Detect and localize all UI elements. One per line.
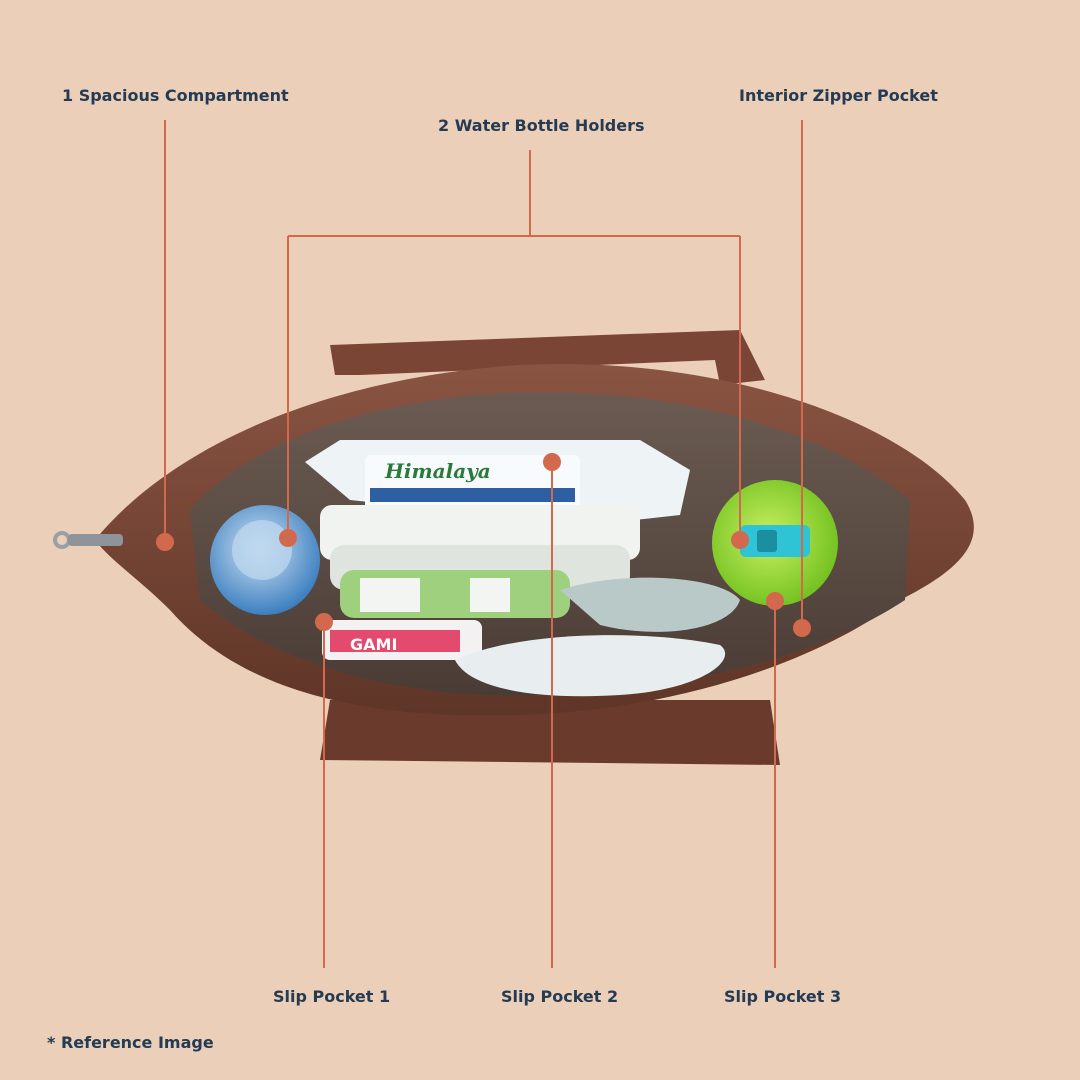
wipes-pack: Himalaya (305, 440, 690, 525)
callout-dot-bottle-right (731, 531, 749, 549)
callout-dot-bottle-left (279, 529, 297, 547)
reference-image-note: * Reference Image (47, 1033, 214, 1052)
label-water-bottle-holders: 2 Water Bottle Holders (438, 116, 645, 135)
label-spacious-compartment: 1 Spacious Compartment (62, 86, 289, 105)
bag-handle-bottom (320, 700, 780, 765)
callout-dot-spacious (156, 533, 174, 551)
pads-brand-text: GAMI (350, 635, 397, 654)
callout-dot-zipper (793, 619, 811, 637)
zipper-pull (53, 531, 123, 549)
bag-handle-top (330, 330, 765, 385)
pads-pack: GAMI (322, 620, 482, 660)
label-slip-pocket-2: Slip Pocket 2 (501, 987, 619, 1006)
sipper-bottle (712, 480, 838, 606)
diaper-pack (455, 635, 726, 697)
callout-dot-slip3 (766, 592, 784, 610)
label-slip-pocket-1: Slip Pocket 1 (273, 987, 391, 1006)
callout-dots (156, 453, 811, 637)
label-interior-zipper-pocket: Interior Zipper Pocket (739, 86, 938, 105)
wipes-brand-text: Himalaya (384, 459, 491, 483)
towels-stack (320, 505, 740, 632)
callout-lines (164, 120, 803, 968)
label-slip-pocket-3: Slip Pocket 3 (724, 987, 842, 1006)
callout-dot-slip1 (315, 613, 333, 631)
baby-bottle (210, 505, 320, 615)
callout-dot-slip2 (543, 453, 561, 471)
